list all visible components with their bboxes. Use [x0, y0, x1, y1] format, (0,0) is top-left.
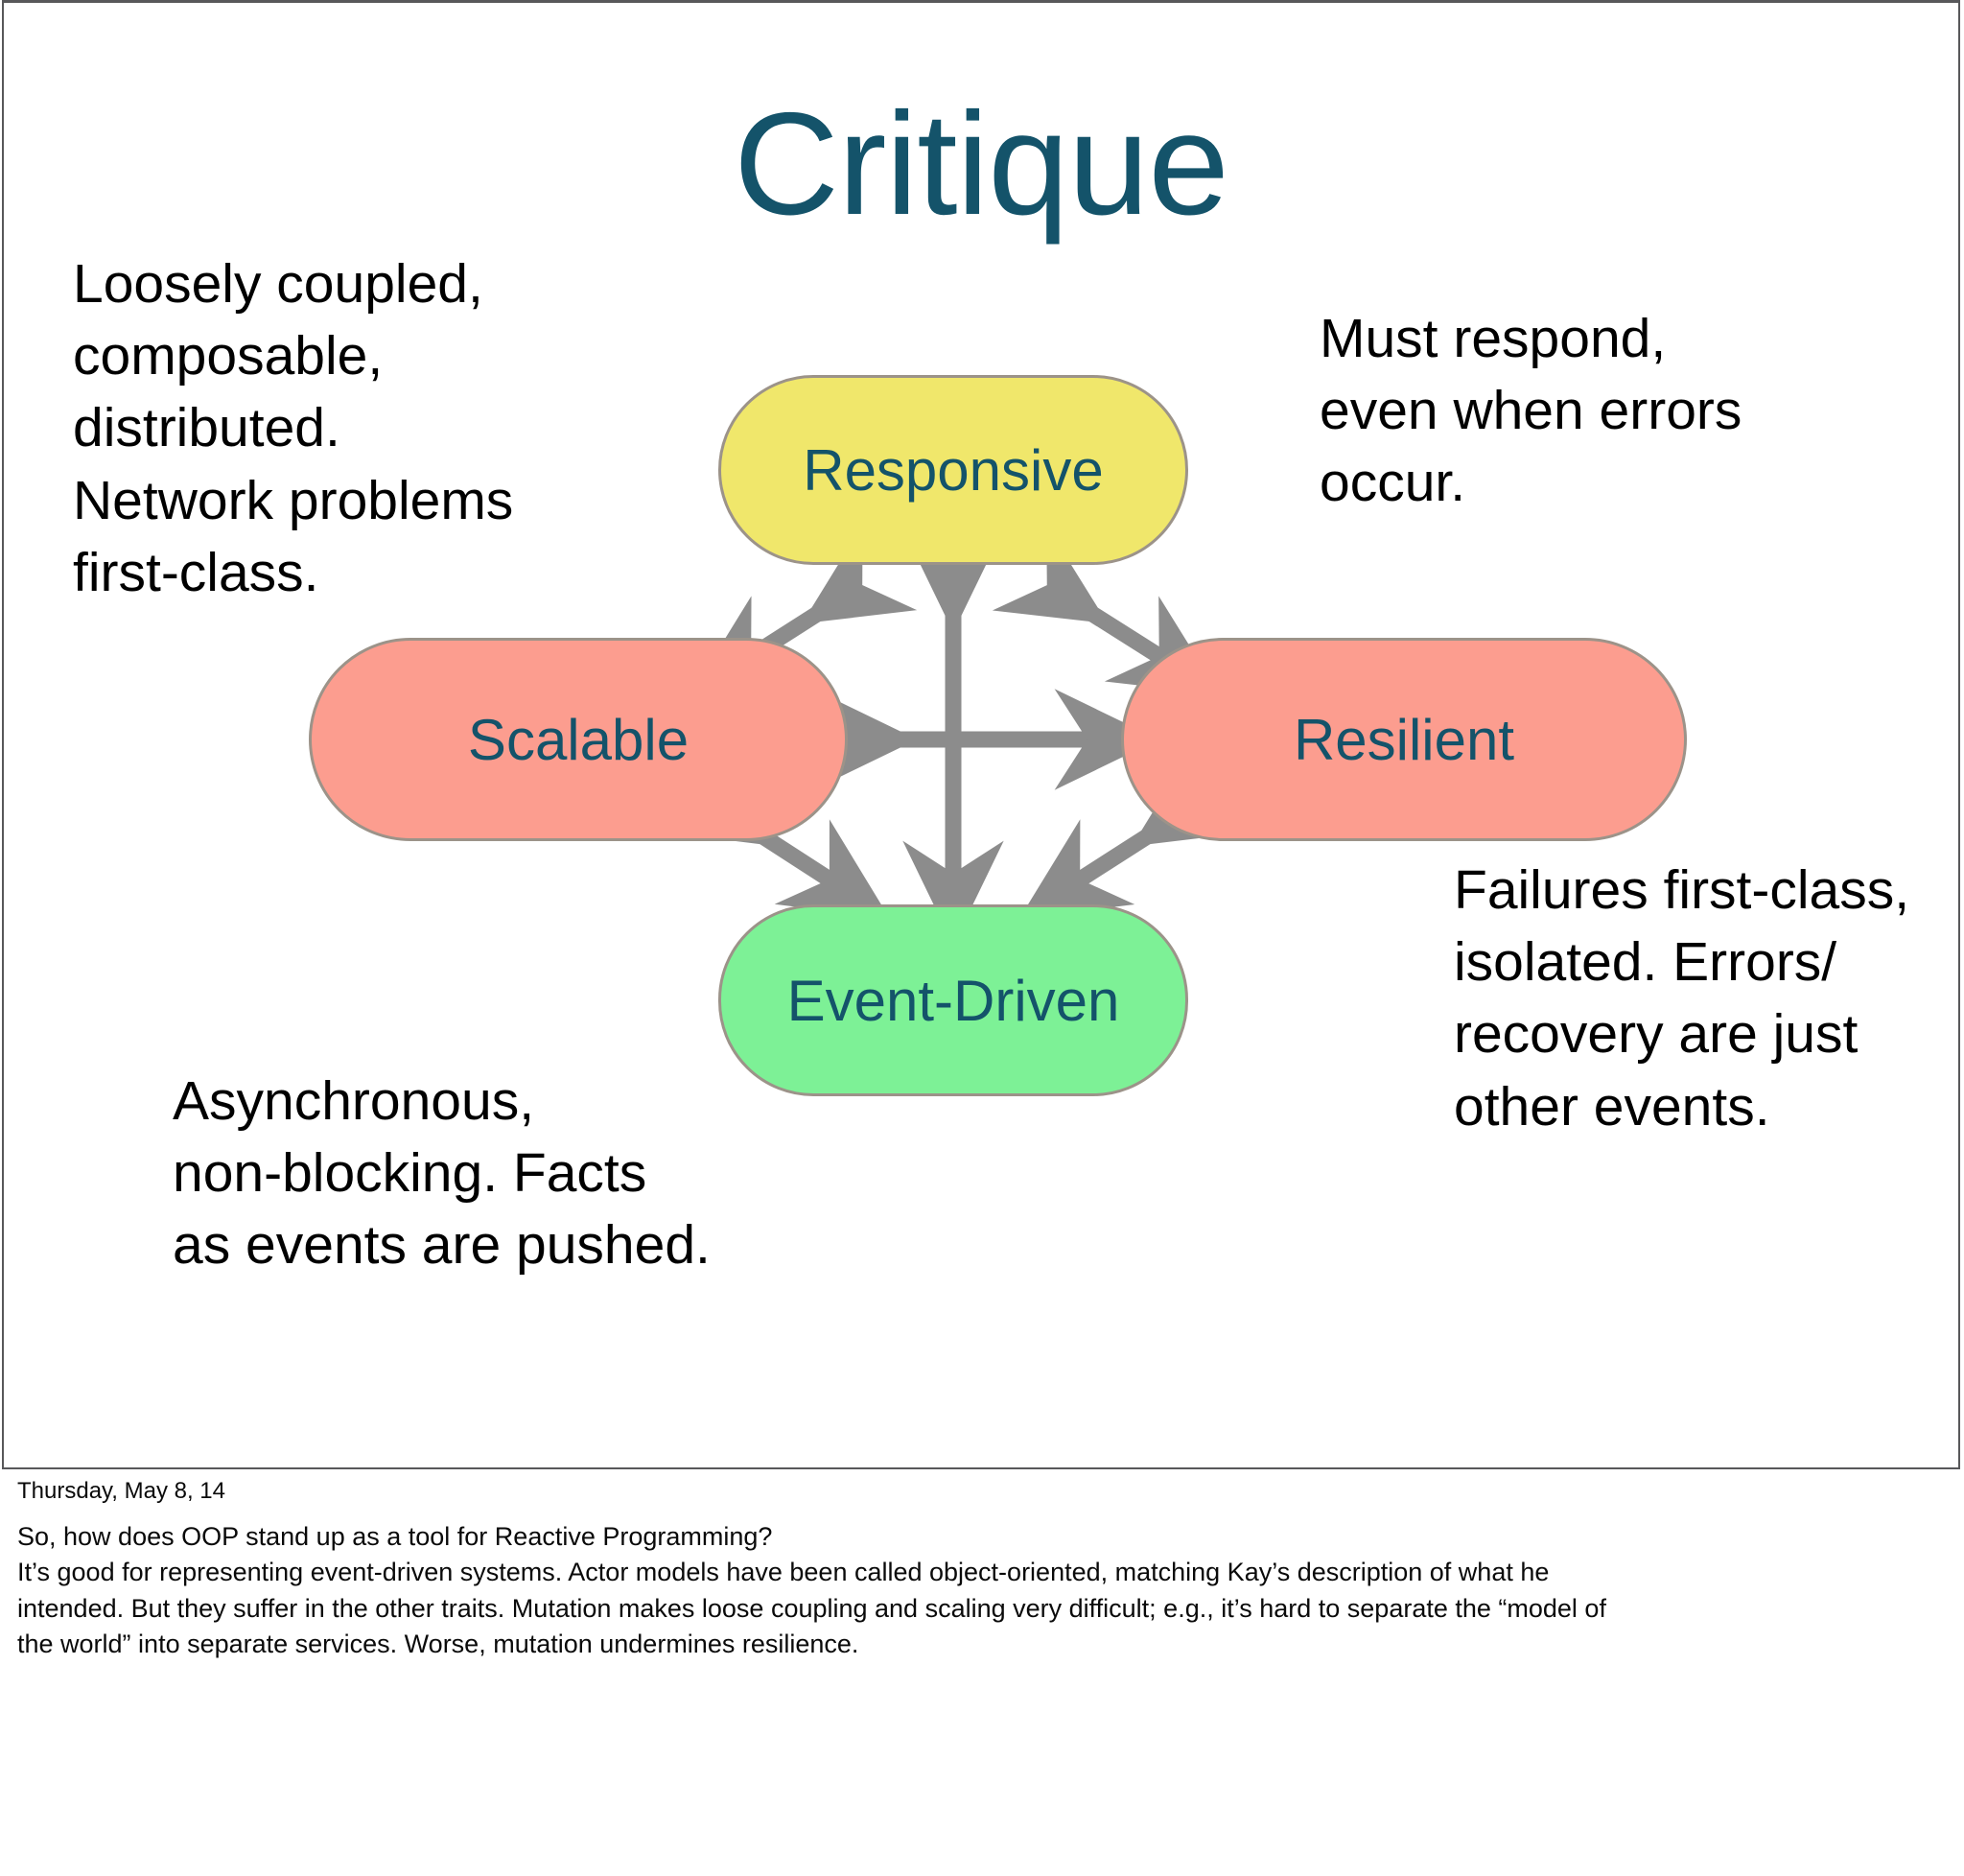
page-title: Critique — [734, 82, 1229, 246]
diagram-node-responsive[interactable]: Responsive — [718, 375, 1188, 565]
annotation-loosely-coupled: Loosely coupled, composable, distributed… — [73, 253, 514, 603]
diagram-node-label: Scalable — [467, 707, 690, 772]
speaker-notes-area: Thursday, May 8, 14 So, how does OOP sta… — [0, 1477, 1964, 1662]
arrow-responsive-resilient — [992, 525, 1220, 695]
diagram-node-scalable[interactable]: Scalable — [309, 638, 848, 841]
slide-canvas: Critique Loosely coupled, composable, di… — [2, 0, 1960, 1469]
annotation-asynchronous: Asynchronous, non-blocking. Facts as eve… — [173, 1070, 711, 1277]
slide-date: Thursday, May 8, 14 — [17, 1478, 225, 1504]
diagram-node-label: Event-Driven — [786, 968, 1120, 1033]
annotation-failures-first-class: Failures first-class, isolated. Errors/ … — [1454, 859, 1910, 1137]
diagram-node-label: Responsive — [803, 437, 1104, 503]
diagram-node-event-driven[interactable]: Event-Driven — [718, 904, 1188, 1096]
arrow-resilient-eventdriven — [1019, 747, 1248, 919]
reactive-traits-diagram: Responsive Scalable Resilient Event-Driv… — [301, 367, 1692, 1115]
diagram-node-label: Resilient — [1293, 707, 1515, 772]
annotation-must-respond: Must respond, even when errors occur. — [1320, 308, 1742, 514]
diagram-node-resilient[interactable]: Resilient — [1121, 638, 1687, 841]
speaker-notes-text: So, how does OOP stand up as a tool for … — [17, 1522, 1606, 1658]
